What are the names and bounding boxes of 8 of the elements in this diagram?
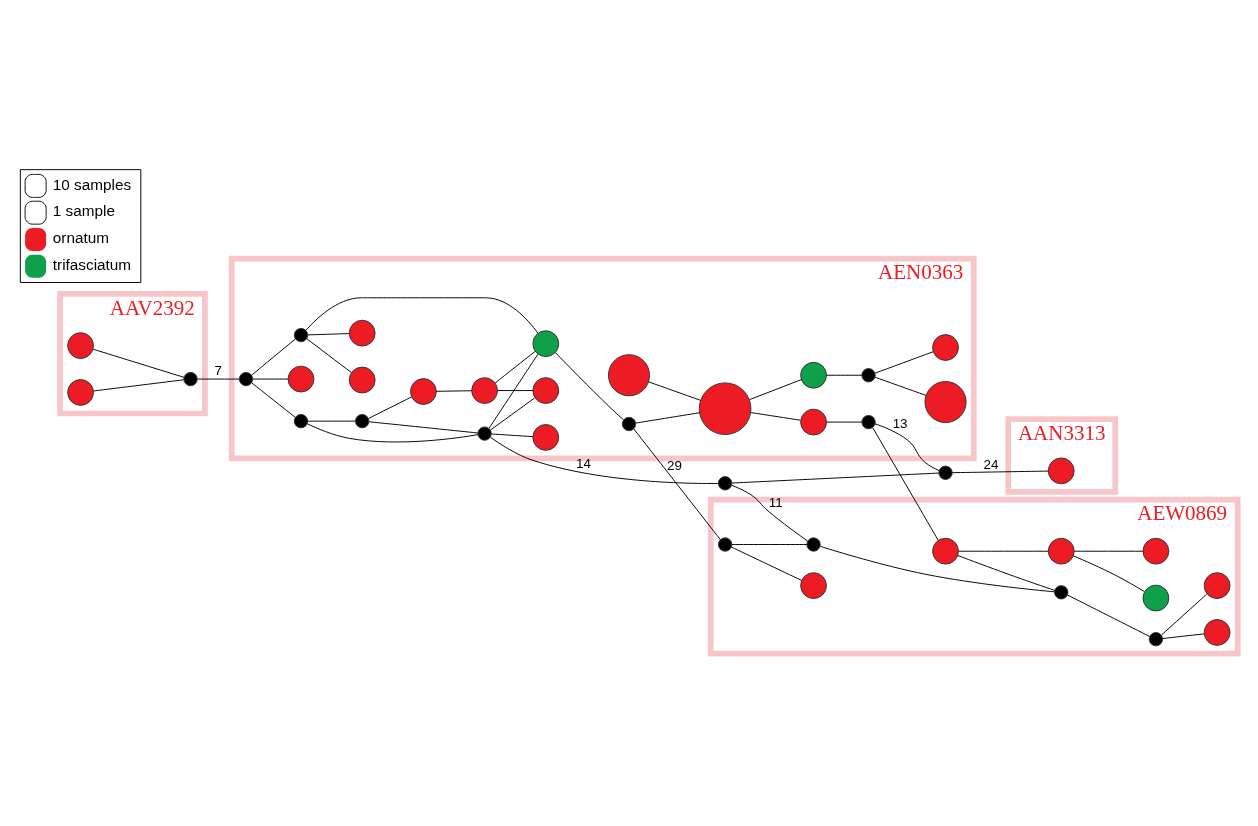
legend-label: 10 samples bbox=[52, 175, 132, 193]
legend-label: trifasciatum bbox=[52, 255, 132, 273]
edge-label: 11 bbox=[768, 494, 783, 510]
edge-label: 7 bbox=[214, 362, 223, 378]
edge-label: 24 bbox=[983, 456, 999, 472]
legend-label: 1 sample bbox=[52, 201, 115, 219]
legend-label: ornatum bbox=[52, 228, 109, 246]
edge-label: 13 bbox=[892, 415, 908, 431]
